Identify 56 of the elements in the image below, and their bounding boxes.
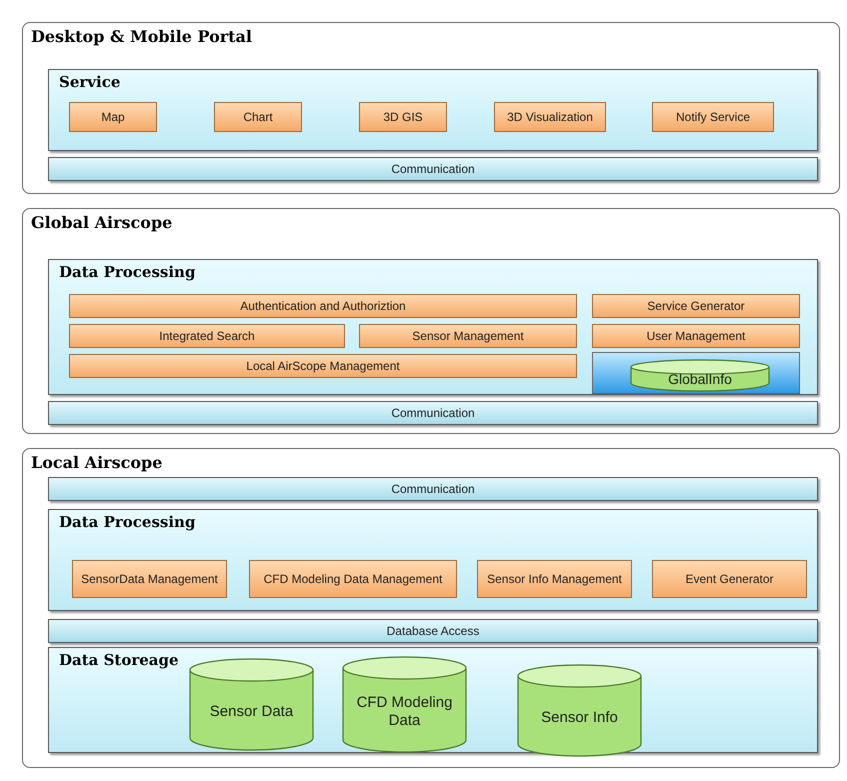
database-panel <box>592 352 800 394</box>
module-label: Sensor Info <box>541 709 618 728</box>
module-box <box>592 324 800 348</box>
module-label: Communication <box>391 482 475 496</box>
layer-bar <box>48 401 818 425</box>
module-box <box>652 102 774 132</box>
module-box <box>359 324 577 348</box>
module-label: Chart <box>243 110 273 124</box>
section-panel <box>48 509 818 611</box>
module-box <box>652 560 807 598</box>
module-label: SensorData Management <box>81 572 218 586</box>
module-label: Communication <box>391 162 475 176</box>
module-box <box>494 102 606 132</box>
section-title: Data Processing <box>59 513 196 531</box>
module-box <box>477 560 632 598</box>
module-box <box>69 102 157 132</box>
module-label: CFD Modeling Data <box>356 694 454 730</box>
module-box <box>72 560 227 598</box>
module-label: Sensor Data <box>210 703 294 722</box>
module-label: Sensor Info Management <box>487 572 622 586</box>
layer-panel <box>22 208 840 434</box>
layer-panel <box>22 448 840 768</box>
module-label: CFD Modeling Data Management <box>264 572 442 586</box>
module-box <box>69 324 345 348</box>
module-box <box>359 102 447 132</box>
module-label: Integrated Search <box>159 330 255 342</box>
module-box <box>69 354 577 378</box>
module-label: Service Generator <box>647 300 745 312</box>
module-label: Database Access <box>386 624 480 638</box>
module-label: User Management <box>646 330 746 342</box>
layer-title: Local Airscope <box>31 453 162 472</box>
module-label: Local AirScope Management <box>246 360 400 372</box>
module-label: GlobalInfo <box>668 370 732 388</box>
layer-bar <box>48 619 818 643</box>
module-label: Notify Service <box>676 110 750 124</box>
module-label: Map <box>101 110 125 124</box>
layer-panel <box>22 22 840 194</box>
layer-title: Global Airscope <box>31 213 172 232</box>
module-label: 3D Visualization <box>507 110 593 124</box>
layer-title: Desktop & Mobile Portal <box>31 27 252 46</box>
module-label: Authentication and Authoriztion <box>240 300 406 312</box>
module-label: 3D GIS <box>383 110 423 124</box>
layer-bar <box>48 477 818 501</box>
module-label: Event Generator <box>685 572 774 586</box>
section-panel <box>48 259 818 395</box>
module-box <box>214 102 302 132</box>
module-box <box>69 294 577 318</box>
module-label: Sensor Management <box>412 330 524 342</box>
section-title: Data Processing <box>59 263 196 281</box>
module-box <box>592 294 800 318</box>
section-panel <box>48 69 818 151</box>
section-title: Service <box>59 73 120 91</box>
module-box <box>249 560 457 598</box>
section-title: Data Storeage <box>59 651 179 669</box>
layer-bar <box>48 157 818 181</box>
module-label: Communication <box>391 406 475 420</box>
